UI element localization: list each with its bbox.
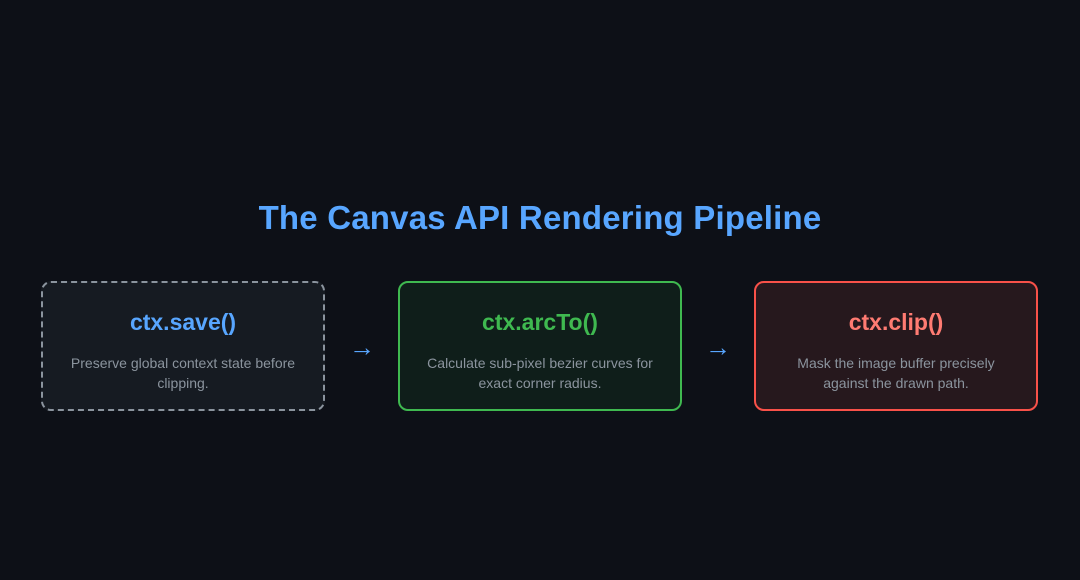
step-ctx-save: ctx.save() Preserve global context state… — [41, 281, 325, 411]
step-ctx-clip: ctx.clip() Mask the image buffer precise… — [754, 281, 1038, 411]
step-description: Preserve global context state before cli… — [70, 355, 296, 391]
step-description: Mask the image buffer precisely against … — [797, 355, 995, 391]
step-label: ctx.clip() — [848, 309, 944, 335]
step-label: ctx.save() — [129, 309, 237, 335]
step-ctx-arcto: ctx.arcTo() Calculate sub-pixel bezier c… — [398, 281, 682, 411]
arrow-right-icon: → — [349, 332, 375, 362]
step-label: ctx.arcTo() — [482, 309, 598, 335]
step-description: Calculate sub-pixel bezier curves for ex… — [427, 355, 653, 391]
diagram-title: The Canvas API Rendering Pipeline — [258, 199, 822, 236]
arrow-right-icon: → — [705, 332, 731, 362]
